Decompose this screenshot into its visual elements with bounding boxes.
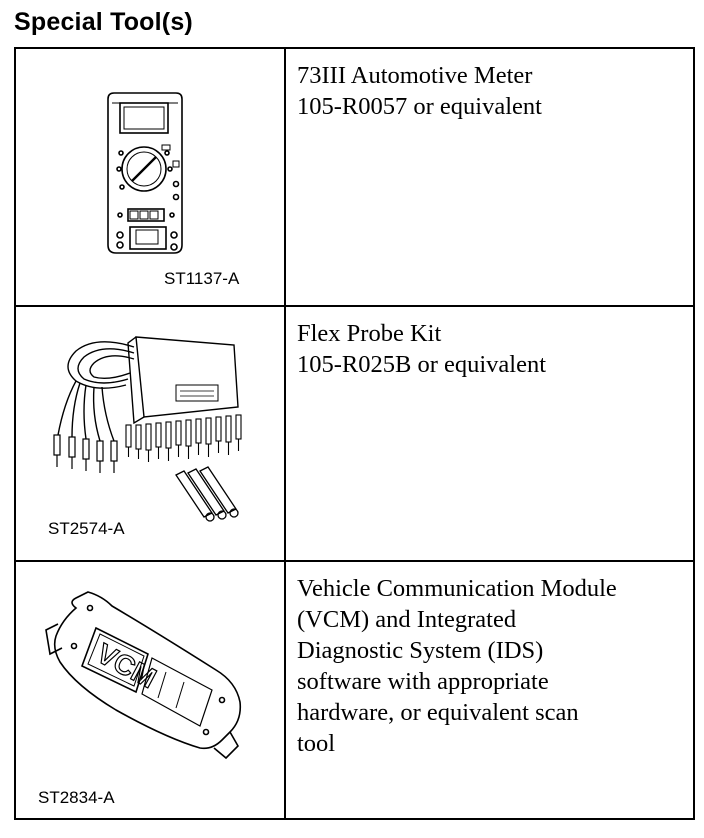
description-line: 105-R025B or equivalent <box>297 351 547 378</box>
description-line: 73III Automotive Meter <box>297 62 533 89</box>
tool-description-vcm: Vehicle Communication Module (VCM) and I… <box>297 573 683 759</box>
tool-description-cell-vcm: Vehicle Communication Module (VCM) and I… <box>286 562 693 818</box>
tool-code-meter: ST1137-A <box>164 269 240 288</box>
description-line: Flex Probe Kit <box>297 320 442 347</box>
multimeter-illustration <box>107 92 183 254</box>
description-line: hardware, or equivalent scan <box>297 699 579 726</box>
tool-description-meter: 73III Automotive Meter 105-R0057 or equi… <box>297 60 683 122</box>
tool-image-cell-meter: ST1137-A <box>16 49 286 307</box>
flex-probe-kit-illustration <box>53 336 242 522</box>
tool-code-probe-kit: ST2574-A <box>48 519 125 538</box>
special-tools-table: ST1137-A 73III Automotive Meter 105-R005… <box>14 47 695 820</box>
tool-code-vcm: ST2834-A <box>38 788 115 807</box>
description-line: Vehicle Communication Module <box>297 575 617 602</box>
description-line: (VCM) and Integrated <box>297 606 517 633</box>
vcm-module-illustration: VCM <box>45 591 242 760</box>
tool-image-cell-probe-kit: ST2574-A <box>16 307 286 562</box>
description-line: Diagnostic System (IDS) <box>297 637 544 664</box>
description-line: software with appropriate <box>297 668 549 695</box>
svg-text:VCM: VCM <box>92 638 162 695</box>
description-line: 105-R0057 or equivalent <box>297 93 542 120</box>
tool-description-cell-meter: 73III Automotive Meter 105-R0057 or equi… <box>286 49 693 307</box>
tool-description-cell-probe-kit: Flex Probe Kit 105-R025B or equivalent <box>286 307 693 562</box>
tool-image-cell-vcm: VCM ST2834-A <box>16 562 286 818</box>
page-title: Special Tool(s) <box>14 8 193 36</box>
tool-description-probe-kit: Flex Probe Kit 105-R025B or equivalent <box>297 318 683 380</box>
description-line: tool <box>297 730 336 757</box>
